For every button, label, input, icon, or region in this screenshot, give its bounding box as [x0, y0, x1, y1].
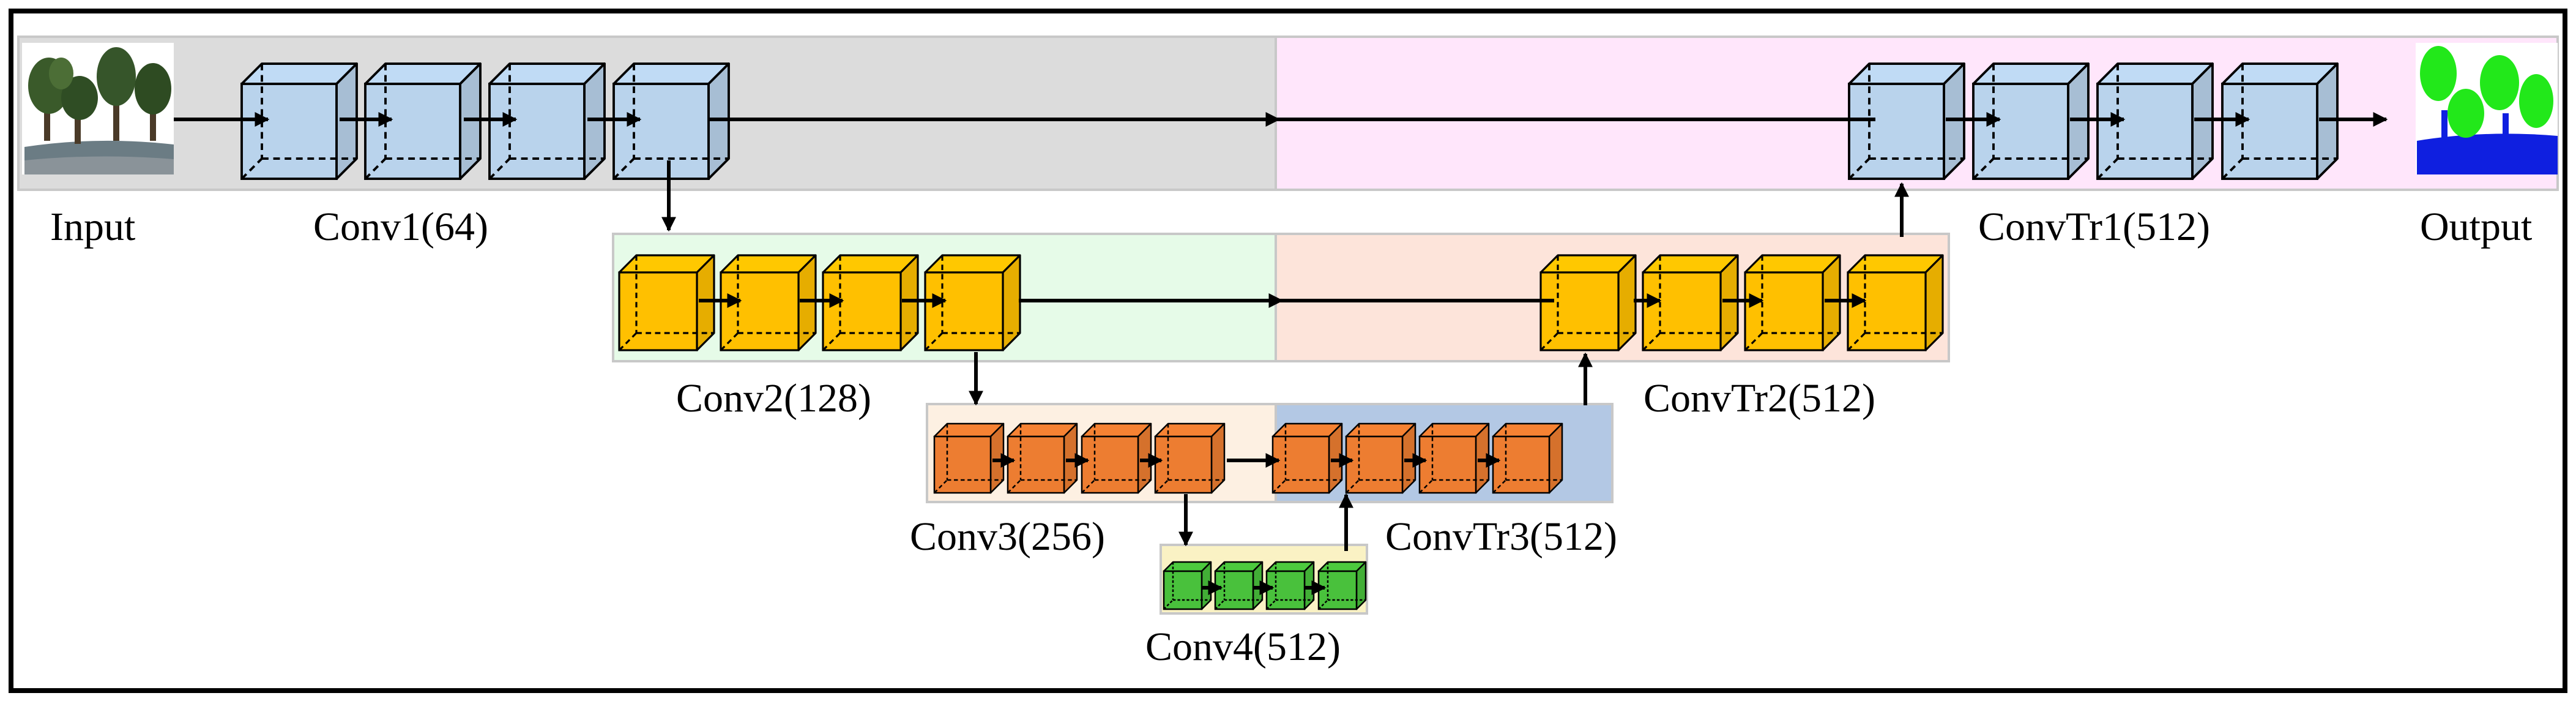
convtr1-label: ConvTr1(512)	[1978, 204, 2210, 249]
conv2-cube-2	[720, 254, 817, 351]
conv2-cube-4	[924, 254, 1021, 351]
input-image	[22, 43, 174, 174]
conv4-cube-1	[1163, 561, 1212, 610]
conv2-cube-3	[822, 254, 919, 351]
arrow-group	[174, 112, 2388, 595]
output-label: Output	[2420, 204, 2532, 249]
convtr3-cube-1	[1271, 422, 1343, 494]
conv3-cube-4	[1154, 422, 1226, 494]
convtr1-cube-3	[2096, 62, 2214, 180]
convtr2-cube-1	[1539, 254, 1637, 351]
conv1-label: Conv1(64)	[313, 204, 488, 249]
conv4-cube-2	[1214, 561, 1264, 610]
conv2-cube-1	[618, 254, 715, 351]
convtr2-label: ConvTr2(512)	[1644, 376, 1875, 421]
conv4-label: Conv4(512)	[1145, 624, 1341, 669]
convtr3-cube-4	[1492, 422, 1563, 494]
conv1-cube-1	[240, 62, 358, 180]
conv4-cube-3	[1265, 561, 1315, 610]
conv2-label: Conv2(128)	[676, 376, 871, 421]
convtr1-cube-4	[2221, 62, 2339, 180]
conv4-cube-4	[1317, 561, 1367, 610]
convtr2-cube-2	[1642, 254, 1739, 351]
convtr2-cube-4	[1847, 254, 1944, 351]
convtr3-label: ConvTr3(512)	[1385, 514, 1617, 559]
input-label: Input	[50, 204, 135, 249]
cube-group	[240, 62, 2339, 610]
conv3-label: Conv3(256)	[910, 514, 1105, 559]
conv3-cube-2	[1007, 422, 1078, 494]
convtr3-cube-3	[1418, 422, 1490, 494]
conv3-cube-3	[1081, 422, 1152, 494]
convtr2-cube-3	[1744, 254, 1841, 351]
conv3-cube-1	[933, 422, 1005, 494]
convtr3-cube-2	[1345, 422, 1416, 494]
output-image	[2416, 43, 2558, 174]
